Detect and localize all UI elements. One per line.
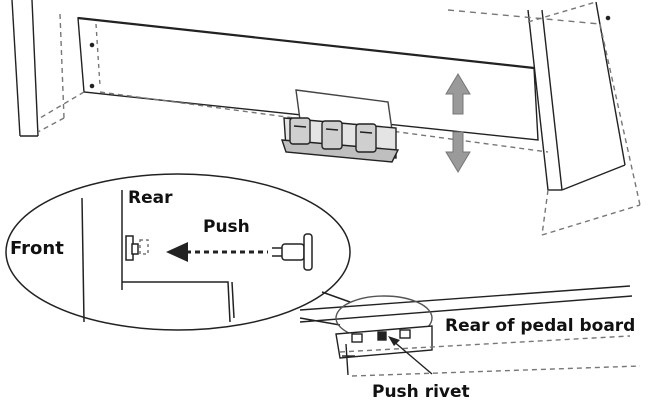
magnifier-circle [5, 173, 351, 331]
pedal-unit [280, 89, 400, 163]
pedal-center [321, 120, 343, 150]
rear-of-pedal-board-label: Rear of pedal board [445, 316, 636, 336]
front-label: Front [10, 238, 64, 259]
piano-upper-view [11, 0, 641, 236]
pedal-left [289, 117, 311, 145]
right-side-panel [447, 1, 641, 236]
rear-label: Rear [128, 188, 173, 208]
pedal-right [355, 123, 377, 153]
rivet-location [377, 331, 387, 341]
push-label: Push [203, 217, 250, 237]
detail-callout [5, 173, 351, 331]
left-side-panel [11, 0, 65, 137]
push-arrow [166, 242, 268, 262]
push-rivet-icon [272, 233, 313, 271]
push-rivet-label: Push rivet [372, 382, 470, 402]
up-arrow-icon [445, 73, 471, 115]
mounted-rivet [125, 235, 149, 261]
down-arrow-icon [445, 131, 471, 173]
pedal-board-rear-view [299, 285, 641, 377]
up-down-arrows [445, 73, 471, 173]
